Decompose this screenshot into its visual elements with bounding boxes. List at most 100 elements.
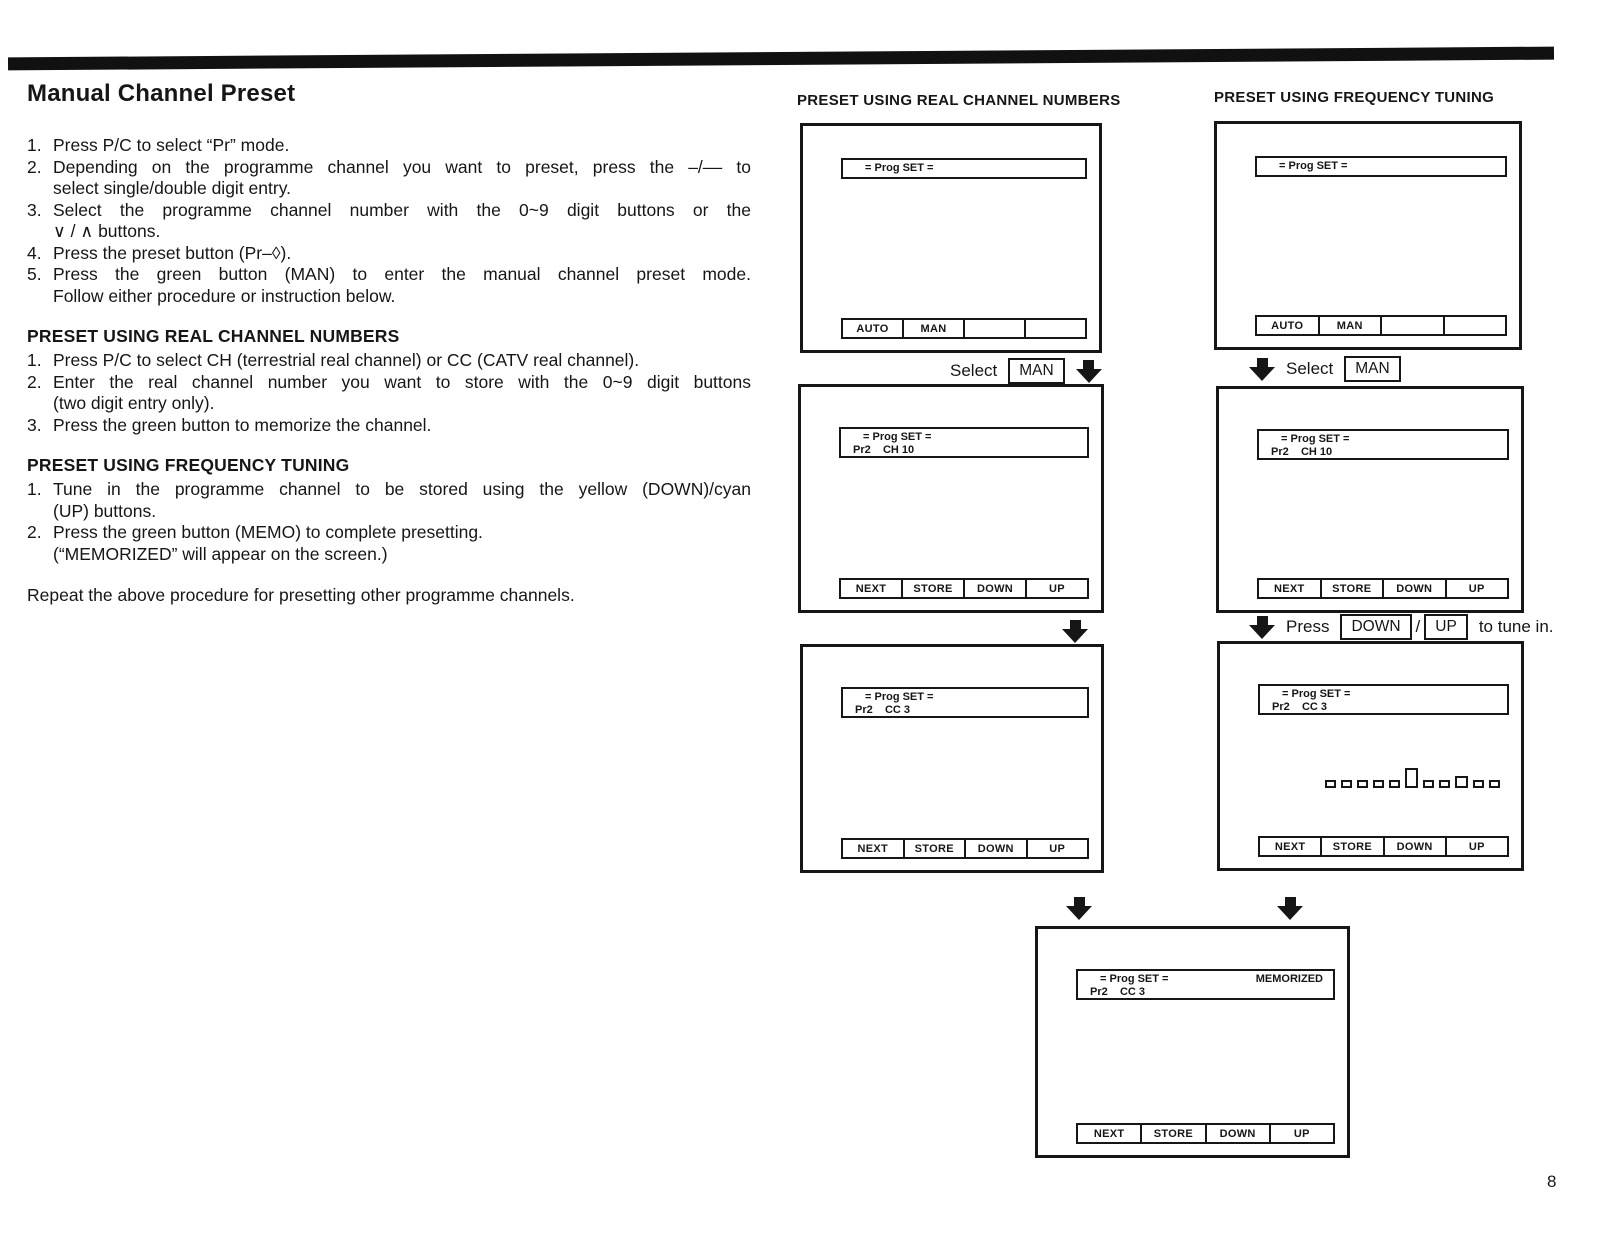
- osd-button-down: DOWN: [1382, 580, 1445, 597]
- step-text: Press P/C to select CH (terrestrial real…: [53, 350, 640, 370]
- down-arrow-icon: [1249, 357, 1275, 381]
- step-number: 1.: [27, 479, 42, 499]
- select-man-caption-right: Select MAN: [1249, 356, 1401, 382]
- osd-button-bar: NEXT STORE DOWN UP: [841, 838, 1089, 859]
- list-item: 2. Enter the real channel number you wan…: [27, 372, 751, 415]
- osd-button-blank: [1024, 320, 1085, 337]
- repeat-note: Repeat the above procedure for presettin…: [27, 585, 575, 605]
- up-box-label: UP: [1424, 614, 1468, 640]
- down-arrow-icon: [1066, 897, 1092, 920]
- osd-button-store: STORE: [901, 580, 963, 597]
- osd-button-down: DOWN: [1204, 1125, 1269, 1142]
- step-number: 2.: [27, 522, 42, 542]
- step-text: Press the preset button (Pr–◊).: [53, 242, 292, 263]
- list-item: 1. Press P/C to select CH (terrestrial r…: [27, 350, 751, 372]
- real-steps: 1. Press P/C to select CH (terrestrial r…: [27, 350, 751, 436]
- osd-title-bar: = Prog SET = Pr2 CH 10: [839, 427, 1089, 458]
- step-text: Press the green button (MAN) to enter th…: [53, 264, 751, 306]
- signal-square: [1422, 780, 1434, 788]
- osd-button-next: NEXT: [1093, 1127, 1125, 1140]
- osd-button-down: DOWN: [963, 580, 1025, 597]
- osd-channel-text: Pr2 CC 3: [1272, 701, 1328, 713]
- step-text: Press P/C to select “Pr” mode.: [53, 135, 290, 155]
- osd-button-store: STORE: [1319, 580, 1383, 597]
- step-number: 4.: [27, 242, 42, 263]
- list-item: 3. Select the programme channel number w…: [27, 200, 751, 243]
- signal-square: [1372, 780, 1384, 788]
- tv-screen-real-2: = Prog SET = Pr2 CH 10 NEXT STORE DOWN U…: [798, 384, 1104, 613]
- osd-button-blank: [963, 320, 1024, 337]
- osd-title-bar: = Prog SET = Pr2 CC 3: [841, 687, 1089, 718]
- osd-button-man: MAN: [902, 320, 963, 337]
- down-box-label: DOWN: [1340, 614, 1412, 640]
- osd-button-up: UP: [1444, 580, 1508, 597]
- osd-button-bar: NEXT STORE DOWN UP: [1076, 1123, 1335, 1144]
- osd-button-next: NEXT: [1273, 582, 1305, 595]
- diagram-heading-freq: PRESET USING FREQUENCY TUNING: [1214, 89, 1495, 106]
- osd-title-text: = Prog SET =: [865, 691, 934, 703]
- intro-steps: 1. Press P/C to select “Pr” mode. 2. Dep…: [27, 135, 751, 307]
- tv-screen-freq-1: = Prog SET = AUTO MAN: [1214, 121, 1522, 350]
- signal-square: [1324, 780, 1336, 788]
- tv-screen-freq-3: = Prog SET = Pr2 CC 3 NEXT STORE DOWN UP: [1217, 641, 1524, 871]
- osd-title-bar: = Prog SET = MEMORIZED Pr2 CC 3: [1076, 969, 1335, 1000]
- list-item: 4. Press the preset button (Pr–◊).: [27, 243, 751, 265]
- osd-button-store: STORE: [1320, 838, 1382, 855]
- osd-button-auto: AUTO: [1271, 319, 1304, 332]
- man-box-label: MAN: [1008, 358, 1065, 384]
- select-man-caption-left: Select MAN: [950, 358, 1102, 384]
- osd-channel-text: Pr2 CH 10: [1271, 446, 1333, 458]
- osd-title-text: = Prog SET =: [1282, 688, 1351, 700]
- osd-button-blank: [1442, 317, 1506, 334]
- signal-square: [1438, 780, 1450, 788]
- osd-button-man: MAN: [1317, 317, 1381, 334]
- caption-slash: /: [1415, 617, 1421, 636]
- step-text: Press the green button (MEMO) to complet…: [53, 522, 483, 564]
- osd-button-down: DOWN: [1382, 838, 1445, 855]
- osd-channel-text: Pr2 CH 10: [853, 444, 915, 456]
- osd-button-up: UP: [1268, 1125, 1333, 1142]
- osd-title-text: = Prog SET =: [1100, 973, 1169, 985]
- freq-steps: 1. Tune in the programme channel to be s…: [27, 479, 751, 565]
- signal-square: [1404, 768, 1418, 788]
- list-item: 1. Tune in the programme channel to be s…: [27, 479, 751, 522]
- section-heading-real: PRESET USING REAL CHANNEL NUMBERS: [27, 326, 400, 346]
- section-heading-freq: PRESET USING FREQUENCY TUNING: [27, 455, 350, 475]
- list-item: 5. Press the green button (MAN) to enter…: [27, 264, 751, 307]
- signal-square: [1388, 780, 1400, 788]
- step-number: 3.: [27, 199, 42, 220]
- caption-label: Press: [1286, 617, 1330, 636]
- osd-button-blank: [1380, 317, 1443, 334]
- flow-arrow: [1066, 893, 1092, 920]
- osd-button-bar: AUTO MAN: [841, 318, 1087, 339]
- tv-screen-freq-2: = Prog SET = Pr2 CH 10 NEXT STORE DOWN U…: [1216, 386, 1524, 613]
- step-number: 5.: [27, 264, 42, 284]
- step-number: 2.: [27, 371, 42, 392]
- diagram-heading-real: PRESET USING REAL CHANNEL NUMBERS: [797, 92, 1121, 109]
- osd-button-up: UP: [1444, 838, 1507, 855]
- signal-square: [1356, 780, 1368, 788]
- list-item: 3. Press the green button to memorize th…: [27, 415, 751, 437]
- osd-channel-text: Pr2 CC 3: [855, 704, 911, 716]
- memorized-label: MEMORIZED: [1255, 973, 1323, 985]
- osd-button-next: NEXT: [1274, 840, 1306, 853]
- step-number: 1.: [27, 350, 42, 370]
- osd-button-next: NEXT: [857, 842, 889, 855]
- man-box-label: MAN: [1344, 356, 1401, 382]
- osd-button-bar: NEXT STORE DOWN UP: [839, 578, 1089, 599]
- list-item: 2. Depending on the programme channel yo…: [27, 157, 751, 200]
- down-arrow-icon: [1277, 897, 1303, 920]
- signal-square: [1454, 776, 1468, 788]
- step-number: 3.: [27, 414, 42, 435]
- caption-label: Select: [950, 361, 998, 380]
- osd-button-bar: NEXT STORE DOWN UP: [1257, 578, 1509, 599]
- osd-channel-text: Pr2 CC 3: [1090, 986, 1146, 998]
- osd-button-store: STORE: [902, 840, 965, 857]
- osd-button-bar: AUTO MAN: [1255, 315, 1507, 336]
- osd-button-up: UP: [1025, 840, 1088, 857]
- osd-button-store: STORE: [1140, 1125, 1204, 1142]
- step-text: Select the programme channel number with…: [53, 199, 751, 242]
- tv-screen-memorized: = Prog SET = MEMORIZED Pr2 CC 3 NEXT STO…: [1035, 926, 1350, 1158]
- page-title: Manual Channel Preset: [27, 80, 296, 107]
- signal-square: [1472, 780, 1484, 788]
